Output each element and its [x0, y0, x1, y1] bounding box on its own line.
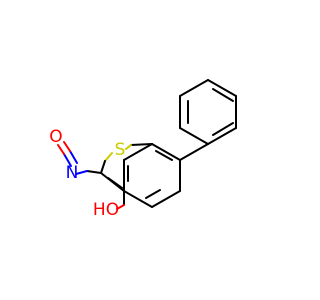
bond: [179, 79, 209, 97]
bond: [155, 150, 173, 161]
bond: [69, 150, 78, 164]
bond: [107, 177, 123, 189]
bond: [86, 170, 102, 174]
bond: [104, 152, 113, 162]
bond: [179, 127, 209, 145]
bond: [212, 122, 234, 136]
bond: [123, 143, 153, 161]
nitrogen-label: N: [66, 163, 79, 183]
molecule-structure: S O N HO: [49, 79, 237, 220]
bond: [63, 153, 72, 167]
bond: [57, 144, 65, 155]
bond: [207, 79, 237, 97]
bond: [100, 160, 106, 174]
bond: [151, 190, 181, 208]
bond: [145, 189, 161, 199]
bond: [130, 143, 153, 146]
bond: [212, 88, 234, 102]
sulfur-label: S: [115, 140, 126, 160]
hydroxyl-label: HO: [93, 200, 119, 220]
bond: [207, 127, 237, 145]
molecule-canvas: S O N HO: [49, 79, 237, 220]
bond: [179, 143, 209, 161]
bond: [63, 141, 71, 152]
nitroso-oxygen-label: O: [49, 127, 62, 147]
bond: [151, 143, 181, 161]
bond: [125, 144, 132, 150]
bond: [123, 190, 153, 208]
bond: [75, 170, 88, 175]
bond: [116, 204, 125, 210]
